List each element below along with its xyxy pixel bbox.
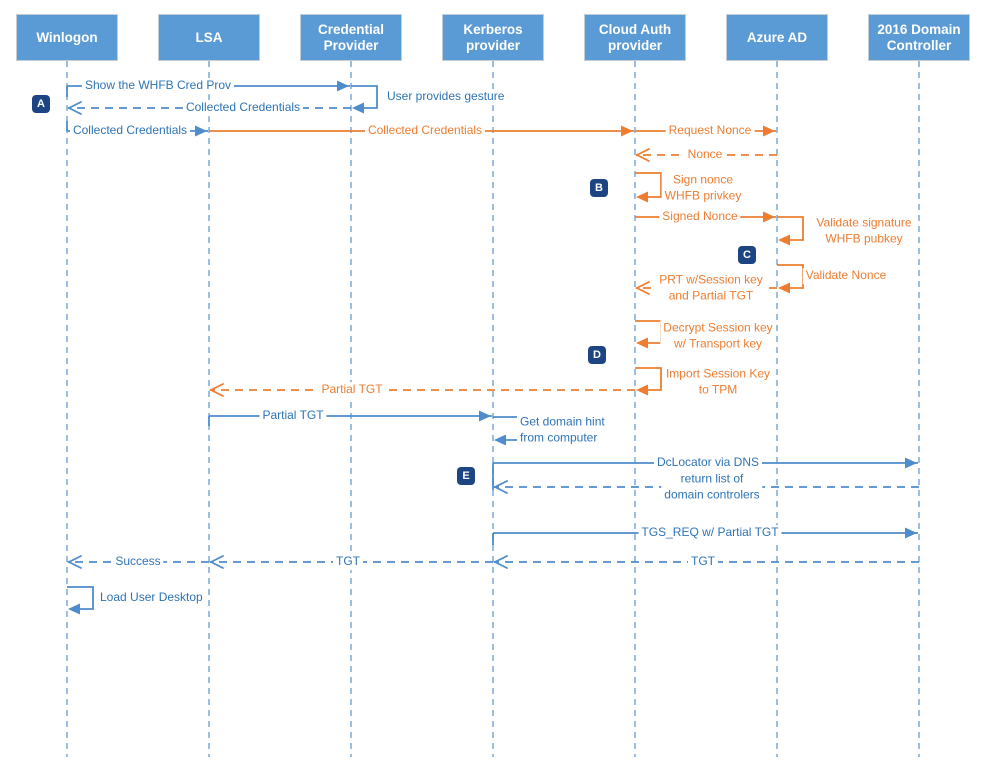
arrowhead-filled-icon bbox=[479, 410, 491, 422]
actor-box-lsa: LSA bbox=[158, 14, 260, 61]
message-label-decrypt-session-key-w-transport-key: Decrypt Session key w/ Transport key bbox=[660, 320, 776, 352]
message-label-partial-tgt: Partial TGT bbox=[259, 408, 327, 424]
arrowhead-filled-icon bbox=[195, 125, 207, 137]
arrowhead-open-icon bbox=[208, 383, 224, 397]
arrowhead-open-icon bbox=[634, 281, 650, 295]
message-label-show-the-whfb-cred-prov: Show the WHFB Cred Prov bbox=[81, 78, 235, 94]
arrowhead-filled-icon bbox=[337, 80, 349, 92]
actor-box-cloud-auth-provider: Cloud Auth provider bbox=[584, 14, 686, 61]
message-label-get-domain-hint-from-computer: Get domain hint from computer bbox=[517, 414, 608, 446]
arrowhead-open-icon bbox=[634, 148, 650, 162]
message-label-sign-nonce-whfb-privkey: Sign nonce WHFB privkey bbox=[661, 172, 745, 204]
actor-box-domain-controller-2016: 2016 Domain Controller bbox=[868, 14, 970, 61]
message-label-tgt: TGT bbox=[333, 554, 363, 570]
arrowhead-filled-icon bbox=[905, 457, 917, 469]
actor-label: Credential Provider bbox=[317, 21, 385, 53]
arrowhead-filled-icon bbox=[352, 102, 364, 114]
arrowhead-filled-icon bbox=[778, 234, 790, 246]
arrowhead-filled-icon bbox=[636, 384, 648, 396]
arrowhead-filled-icon bbox=[636, 337, 648, 349]
message-label-tgt: TGT bbox=[688, 554, 718, 570]
arrowhead-filled-icon bbox=[636, 191, 648, 203]
message-label-return-list-of-domain-controlers: return list of domain controlers bbox=[661, 471, 763, 503]
actor-label: Cloud Auth provider bbox=[598, 21, 672, 53]
message-label-dclocator-via-dns: DcLocator via DNS bbox=[653, 455, 763, 471]
arrowhead-filled-icon bbox=[778, 282, 790, 294]
self-message-user-provides-gesture bbox=[351, 85, 378, 109]
arrowhead-open-icon bbox=[492, 480, 508, 494]
actor-box-credential-provider: Credential Provider bbox=[300, 14, 402, 61]
message-label-request-nonce: Request Nonce bbox=[665, 123, 755, 139]
self-message-import-session-key-to-tpm bbox=[635, 367, 662, 391]
message-label-partial-tgt: Partial TGT bbox=[318, 382, 386, 398]
arrowhead-filled-icon bbox=[763, 125, 775, 137]
badge-c: C bbox=[738, 246, 756, 264]
arrowhead-filled-icon bbox=[68, 603, 80, 615]
actor-label: Kerberos provider bbox=[463, 21, 523, 53]
arrowhead-filled-icon bbox=[905, 527, 917, 539]
message-label-validate-signature-whfb-pubkey: Validate signature WHFB pubkey bbox=[813, 215, 915, 247]
badge-b: B bbox=[590, 179, 608, 197]
message-label-signed-nonce: Signed Nonce bbox=[659, 209, 741, 225]
self-message-validate-signature-whfb-pubkey bbox=[777, 216, 804, 241]
arrowhead-open-icon bbox=[66, 101, 82, 115]
message-label-tgs-req-w-partial-tgt: TGS_REQ w/ Partial TGT bbox=[638, 525, 782, 541]
actor-label: LSA bbox=[195, 29, 223, 45]
arrowhead-filled-icon bbox=[621, 125, 633, 137]
message-label-nonce: Nonce bbox=[684, 147, 726, 163]
arrowhead-filled-icon bbox=[494, 434, 506, 446]
arrowhead-open-icon bbox=[492, 555, 508, 569]
message-label-validate-nonce: Validate Nonce bbox=[802, 268, 890, 284]
message-label-user-provides-gesture: User provides gesture bbox=[384, 89, 508, 105]
actor-box-azure-ad: Azure AD bbox=[726, 14, 828, 61]
message-label-prt-w-session-key-and-partial-tgt: PRT w/Session key and Partial TGT bbox=[656, 272, 766, 304]
actor-box-kerberos-provider: Kerberos provider bbox=[442, 14, 544, 61]
message-label-import-session-key-to-tpm: Import Session Key to TPM bbox=[662, 366, 774, 398]
badge-e: E bbox=[457, 467, 475, 485]
arrowhead-open-icon bbox=[208, 555, 224, 569]
badge-d: D bbox=[588, 346, 606, 364]
actor-label: 2016 Domain Controller bbox=[877, 21, 961, 53]
actor-label: Azure AD bbox=[746, 29, 808, 45]
self-message-sign-nonce-whfb-privkey bbox=[635, 172, 662, 198]
badge-a: A bbox=[32, 95, 50, 113]
message-label-collected-credentials: Collected Credentials bbox=[182, 100, 304, 116]
message-label-load-user-desktop: Load User Desktop bbox=[97, 590, 206, 606]
message-label-success: Success bbox=[112, 554, 164, 570]
actor-box-winlogon: Winlogon bbox=[16, 14, 118, 61]
message-label-collected-credentials: Collected Credentials bbox=[364, 123, 486, 139]
arrowhead-open-icon bbox=[66, 555, 82, 569]
actor-label: Winlogon bbox=[36, 29, 98, 45]
arrowhead-filled-icon bbox=[763, 211, 775, 223]
self-message-load-user-desktop bbox=[67, 586, 94, 610]
message-label-collected-credentials: Collected Credentials bbox=[69, 123, 191, 139]
